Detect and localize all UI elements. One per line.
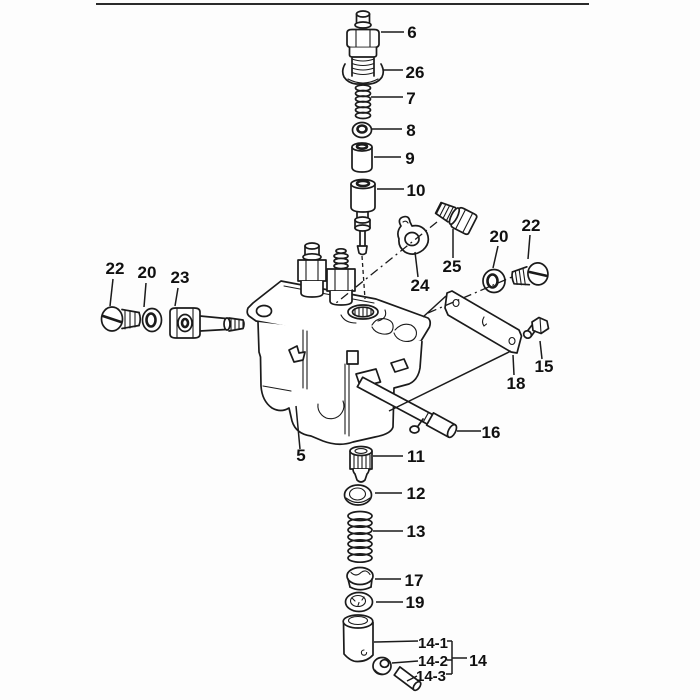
part-8-drawing [351, 121, 373, 139]
leader-line [174, 287, 179, 307]
part-17-drawing [346, 566, 374, 591]
callout-label-24: 24 [411, 276, 430, 295]
part-9-drawing [351, 142, 373, 173]
leader-line [388, 350, 512, 412]
callout-label-14-2: 14-2 [418, 653, 448, 670]
callout-label-25: 25 [443, 257, 462, 276]
part-18-bracket-drawing [444, 290, 523, 354]
part-7-drawing [354, 84, 372, 120]
callout-label-23: 23 [171, 268, 190, 287]
leader-line [373, 640, 419, 643]
body-fitting-left-drawing [297, 242, 327, 298]
part-10-drawing [350, 178, 376, 256]
part-16-drawing [355, 368, 458, 439]
part-13-drawing [347, 510, 373, 564]
body-fitting-right-drawing [326, 247, 356, 306]
centerline [427, 276, 513, 314]
part-22-left-drawing [100, 306, 142, 332]
callout-label-16: 16 [482, 423, 501, 442]
leader-line [414, 251, 419, 278]
part-19-drawing [344, 591, 374, 613]
part-14-1-drawing [342, 614, 374, 663]
callout-label-15: 15 [535, 357, 554, 376]
centerline-dashed [361, 255, 366, 300]
callout-label-7: 7 [406, 89, 415, 108]
callout-label-14-1: 14-1 [418, 635, 448, 652]
callout-label-17: 17 [405, 571, 424, 590]
part-12-drawing [343, 484, 373, 506]
part-23-drawing [169, 307, 245, 339]
callout-label-18: 18 [507, 374, 526, 393]
callout-label-13: 13 [407, 522, 426, 541]
leader-line [422, 295, 447, 318]
part-6-drawing [346, 10, 380, 77]
part-24-drawing [397, 215, 430, 255]
callout-label-8: 8 [406, 121, 415, 140]
leader-line [539, 340, 543, 360]
part-20-right-drawing [482, 268, 506, 294]
part-15-bolt-drawing [522, 316, 550, 340]
leader-line [406, 675, 418, 682]
callout-label-26: 26 [406, 63, 425, 82]
leader-line [492, 245, 499, 269]
part-11-drawing [349, 445, 373, 483]
part-14-3-drawing [393, 666, 422, 692]
callout-label-20: 20 [138, 263, 157, 282]
callout-label-14: 14 [469, 653, 487, 670]
callout-label-20: 20 [490, 227, 509, 246]
callout-label-14-3: 14-3 [416, 668, 446, 685]
leader-line [143, 282, 147, 308]
part-20-left-drawing [141, 307, 163, 333]
callout-label-22: 22 [106, 259, 125, 278]
callout-label-12: 12 [407, 484, 426, 503]
callout-label-11: 11 [407, 447, 425, 466]
part-26-drawing [341, 63, 385, 85]
leader-line [391, 660, 419, 664]
centerline [335, 221, 438, 304]
part-22-right-drawing [511, 262, 549, 286]
callout-label-6: 6 [407, 23, 416, 42]
leader-line [527, 234, 531, 260]
callout-label-22: 22 [522, 216, 541, 235]
callout-label-19: 19 [406, 593, 425, 612]
part-14-2-drawing [372, 656, 392, 676]
leader-line [512, 354, 515, 376]
callout-label-10: 10 [407, 181, 426, 200]
leader-line [109, 278, 114, 307]
callout-label-5: 5 [296, 446, 305, 465]
part-5-body-drawing [246, 280, 432, 446]
part-25-drawing [434, 201, 478, 236]
leader-line [295, 405, 301, 450]
callout-label-9: 9 [405, 149, 414, 168]
callout-layer: 6 26 7 8 9 10 25 24 22 20 23 20 22 15 18 5 16 11 12 13 17 19 1… [106, 23, 554, 685]
